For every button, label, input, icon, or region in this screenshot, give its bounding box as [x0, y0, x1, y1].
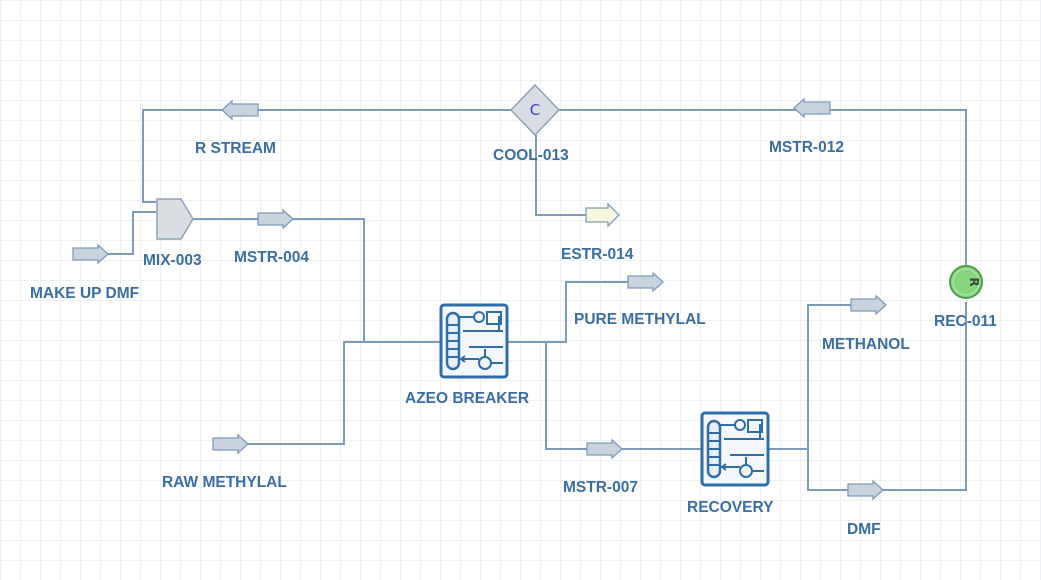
recovery-label: RECOVERY: [687, 499, 774, 516]
mstr-012-arrow[interactable]: [793, 97, 831, 119]
mstr-004-line[interactable]: [193, 218, 441, 343]
cool-013-label: COOL-013: [493, 147, 569, 164]
r-stream-line[interactable]: [142, 109, 513, 203]
recovery-column[interactable]: [700, 411, 770, 487]
dmf-label: DMF: [847, 521, 881, 538]
mix-003-label: MIX-003: [143, 252, 202, 269]
dmf-arrow[interactable]: [847, 479, 884, 501]
pure-methylal-arrow[interactable]: [627, 271, 664, 293]
rec-011-unit[interactable]: R: [949, 265, 983, 299]
azeo-breaker-column[interactable]: [439, 303, 509, 379]
mstr-007-arrow[interactable]: [586, 438, 623, 460]
estr-014-label: ESTR-014: [561, 246, 634, 263]
mstr-007-label: MSTR-007: [563, 479, 638, 496]
mstr-007-line[interactable]: [507, 341, 703, 450]
recycle-symbol-icon: R: [967, 277, 981, 286]
cool-013-unit[interactable]: C: [509, 83, 561, 137]
r-stream-arrow[interactable]: [221, 99, 259, 121]
mstr-012-label: MSTR-012: [769, 139, 844, 156]
raw-methylal-line[interactable]: [246, 341, 441, 445]
mstr-004-label: MSTR-004: [234, 249, 309, 266]
dmf-line[interactable]: [768, 302, 967, 491]
pure-methylal-label: PURE METHYLAL: [574, 311, 706, 328]
estr-014-line[interactable]: [535, 135, 590, 216]
mix-003-unit[interactable]: [156, 198, 194, 240]
r-stream-label: R STREAM: [195, 140, 276, 157]
make-up-dmf-line[interactable]: [100, 211, 156, 255]
mstr-004-arrow[interactable]: [257, 208, 294, 230]
make-up-dmf-arrow[interactable]: [72, 243, 109, 265]
raw-methylal-label: RAW METHYLAL: [162, 474, 287, 491]
estr-014-arrow[interactable]: [585, 202, 620, 228]
mstr-012-line[interactable]: [557, 109, 967, 272]
methanol-arrow[interactable]: [850, 294, 887, 316]
azeo-breaker-label: AZEO BREAKER: [405, 390, 529, 407]
rec-011-label: REC-011: [934, 313, 997, 330]
methanol-label: METHANOL: [822, 336, 910, 353]
make-up-dmf-label: MAKE UP DMF: [30, 285, 139, 302]
methanol-line[interactable]: [768, 304, 856, 450]
raw-methylal-arrow[interactable]: [212, 433, 249, 455]
cool-symbol-icon: C: [530, 101, 540, 119]
